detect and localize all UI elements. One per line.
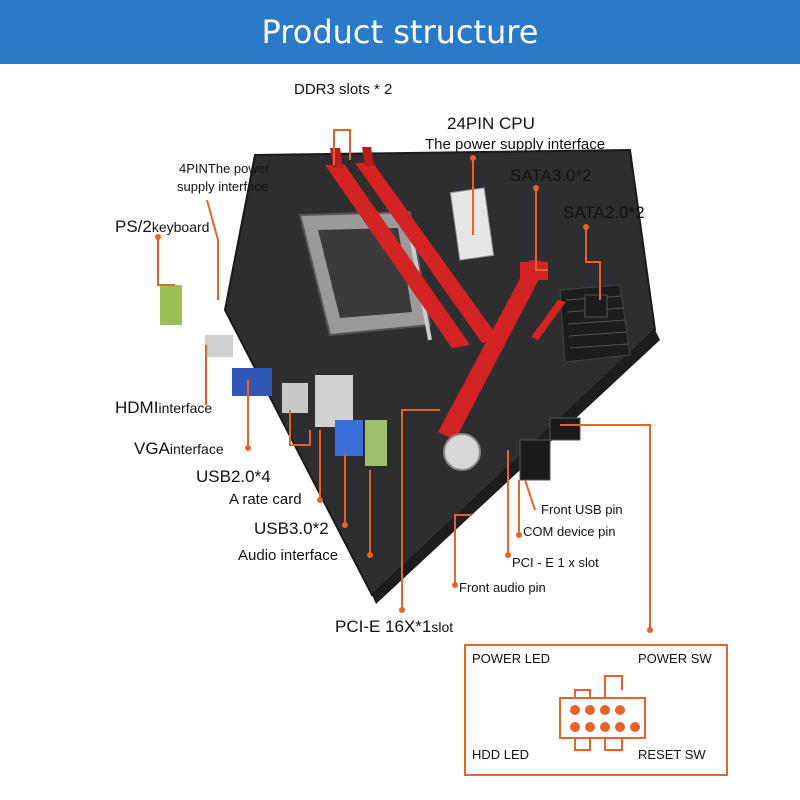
label-sata3: SATA3.0*2 (510, 166, 592, 185)
front-usb-header (519, 439, 551, 481)
label-usb2: USB2.0*4 (196, 467, 271, 486)
front-panel-pinout-diagram (559, 675, 646, 751)
callout-front-audio (454, 514, 472, 585)
pcie-1x-slot (531, 300, 566, 340)
cmos-battery (443, 433, 481, 471)
callout-sata2 (585, 227, 601, 300)
label-24pin-cpu: 24PIN CPU (447, 114, 535, 133)
callout-usb2 (289, 410, 311, 446)
callout-4pin (206, 199, 219, 300)
panel-reset-sw: RESET SW (638, 747, 706, 762)
panel-power-sw: POWER SW (638, 651, 712, 666)
panel-power-led: POWER LED (472, 651, 551, 666)
label-ps2-bold: PS/2 (115, 217, 152, 236)
front-panel-pinout-box (464, 644, 728, 776)
label-ps2-rest: keyboard (151, 219, 210, 235)
ddr3-slots (325, 147, 500, 348)
label-hdmi: HDMIinterface (115, 399, 212, 417)
label-ddr3: DDR3 slots * 2 (294, 81, 393, 98)
label-hdmi-bold: HDMI (115, 398, 159, 417)
label-pcie16-bold: PCI-E 16X*1 (335, 617, 432, 636)
panel-hdd-led: HDD LED (472, 747, 530, 762)
label-4pin-line2: supply interface (177, 179, 269, 194)
label-4pin-line1: 4PINThe power (179, 161, 270, 176)
label-vga: VGAinterface (134, 440, 224, 458)
label-front-usb: Front USB pin (541, 502, 623, 517)
label-pcie16: PCI-E 16X*1slot (335, 618, 453, 636)
label-pcie16-rest: slot (431, 619, 454, 635)
motherboard-edge (372, 330, 660, 604)
callout-ddr3 (333, 129, 351, 165)
callout-front-usb (524, 479, 536, 511)
label-rate-card: A rate card (229, 491, 302, 508)
label-sata2: SATA2.0*2 (563, 203, 645, 222)
label-pcie1: PCI - E 1 x slot (512, 555, 599, 570)
label-audio: Audio interface (238, 547, 339, 564)
page-title: Product structure (0, 0, 800, 64)
callout-lines (157, 129, 651, 630)
front-panel-header (549, 417, 581, 441)
callout-dots (155, 155, 653, 633)
callout-front-panel (560, 424, 651, 630)
label-usb3: USB3.0*2 (254, 519, 329, 538)
label-24pin-sub: The power supply interface (425, 136, 606, 153)
sata2-ports (584, 294, 608, 318)
label-com: COM device pin (523, 524, 616, 539)
label-front-audio: Front audio pin (459, 580, 546, 595)
label-ps2: PS/2keyboard (115, 218, 209, 236)
front-panel-pins (570, 705, 640, 732)
callout-ps2 (157, 237, 175, 286)
pcie-16x-slot (438, 260, 548, 440)
callout-sata3 (535, 188, 548, 271)
label-vga-bold: VGA (134, 439, 170, 458)
label-hdmi-rest: interface (158, 400, 213, 416)
label-vga-rest: interface (169, 441, 224, 457)
callout-pcie16 (401, 409, 440, 610)
sata3-ports (520, 262, 548, 280)
rear-io-panel (160, 285, 387, 466)
